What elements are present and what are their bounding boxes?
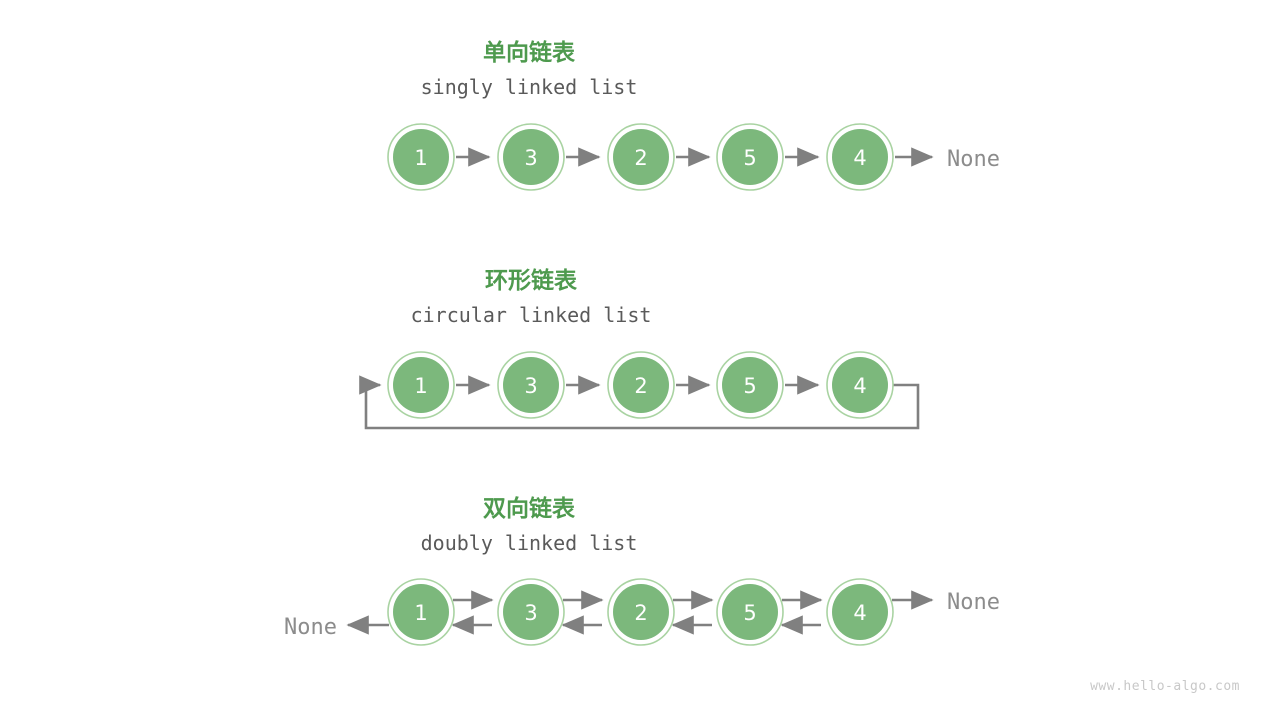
- node-body: [832, 357, 888, 413]
- node-value: 4: [853, 601, 866, 625]
- node-value: 5: [743, 374, 756, 398]
- section-title-cn-circular: 环形链表: [485, 267, 578, 294]
- node-ring: [387, 578, 455, 646]
- watermark-label: www.hello-algo.com: [1090, 679, 1240, 694]
- node-value: 5: [743, 146, 756, 170]
- node-ring: [607, 351, 675, 419]
- node-circular-2[interactable]: 2: [607, 351, 675, 419]
- node-circular-4[interactable]: 4: [826, 351, 894, 419]
- node-ring: [497, 123, 565, 191]
- node-doubly-2[interactable]: 2: [607, 578, 675, 646]
- node-value: 2: [634, 374, 647, 398]
- node-ring: [497, 578, 565, 646]
- section-circular: 环形链表 circular linked list 1 3 2: [359, 267, 920, 430]
- section-title-en-circular: circular linked list: [411, 303, 652, 327]
- node-value: 2: [634, 146, 647, 170]
- node-circular-0[interactable]: 1: [387, 351, 455, 419]
- node-doubly-0[interactable]: 1: [387, 578, 455, 646]
- node-singly-2[interactable]: 2: [607, 123, 675, 191]
- node-body: [393, 584, 449, 640]
- node-value: 4: [853, 374, 866, 398]
- node-body: [393, 129, 449, 185]
- node-value: 1: [414, 146, 427, 170]
- node-body: [613, 357, 669, 413]
- section-title-cn-singly: 单向链表: [483, 39, 576, 66]
- node-ring: [607, 123, 675, 191]
- node-ring: [826, 123, 894, 191]
- section-doubly: 双向链表 doubly linked list 1 3: [284, 495, 1000, 646]
- node-body: [613, 129, 669, 185]
- node-value: 3: [524, 146, 537, 170]
- node-ring: [826, 351, 894, 419]
- node-ring: [607, 578, 675, 646]
- node-ring: [826, 578, 894, 646]
- node-body: [613, 584, 669, 640]
- node-singly-4[interactable]: 4: [826, 123, 894, 191]
- node-body: [393, 357, 449, 413]
- node-body: [722, 357, 778, 413]
- node-body: [503, 584, 559, 640]
- node-circular-1[interactable]: 3: [497, 351, 565, 419]
- head-none-label-doubly: None: [284, 615, 337, 640]
- node-body: [722, 129, 778, 185]
- section-title-en-doubly: doubly linked list: [421, 531, 638, 555]
- node-singly-3[interactable]: 5: [716, 123, 784, 191]
- node-doubly-3[interactable]: 5: [716, 578, 784, 646]
- node-body: [503, 129, 559, 185]
- section-title-en-singly: singly linked list: [421, 75, 638, 99]
- section-singly: 单向链表 singly linked list 1 3 2: [387, 39, 1000, 191]
- node-body: [832, 129, 888, 185]
- node-singly-0[interactable]: 1: [387, 123, 455, 191]
- node-circular-3[interactable]: 5: [716, 351, 784, 419]
- node-value: 1: [414, 601, 427, 625]
- node-ring: [716, 123, 784, 191]
- node-value: 3: [524, 601, 537, 625]
- node-body: [832, 584, 888, 640]
- node-value: 3: [524, 374, 537, 398]
- node-body: [503, 357, 559, 413]
- node-value: 1: [414, 374, 427, 398]
- section-title-cn-doubly: 双向链表: [483, 495, 576, 522]
- node-ring: [497, 351, 565, 419]
- node-ring: [387, 351, 455, 419]
- node-doubly-1[interactable]: 3: [497, 578, 565, 646]
- node-value: 5: [743, 601, 756, 625]
- node-value: 2: [634, 601, 647, 625]
- link-loop-back: [359, 375, 920, 430]
- node-body: [722, 584, 778, 640]
- node-value: 4: [853, 146, 866, 170]
- tail-none-label-doubly: None: [947, 590, 1000, 615]
- tail-none-label-singly: None: [947, 147, 1000, 172]
- node-doubly-4[interactable]: 4: [826, 578, 894, 646]
- node-ring: [716, 578, 784, 646]
- node-singly-1[interactable]: 3: [497, 123, 565, 191]
- node-ring: [716, 351, 784, 419]
- node-ring: [387, 123, 455, 191]
